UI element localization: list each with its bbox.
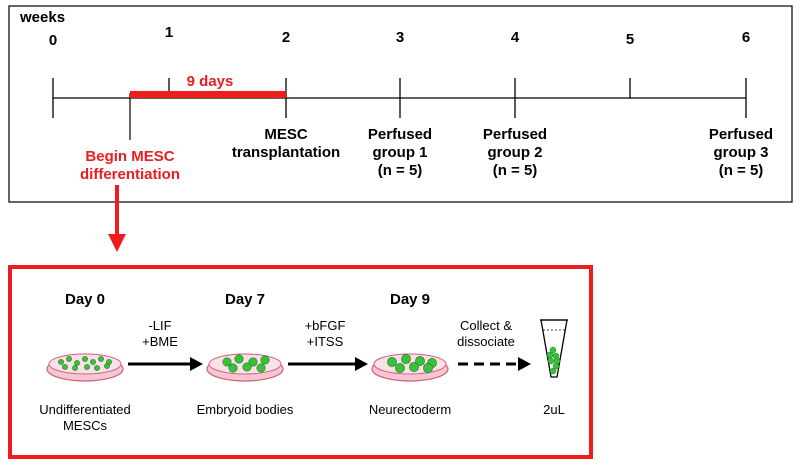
day-0-label: Day 0 [64, 291, 106, 308]
cell-cluster [387, 357, 397, 367]
step-line: +bFGF [304, 318, 346, 333]
cell-cluster [409, 362, 419, 372]
event-line: group 1 [372, 144, 428, 161]
arrow-2-head [355, 357, 368, 371]
nine-day-span-bar [130, 91, 286, 98]
event-line: Perfused [482, 126, 548, 143]
step-1-label: -LIF +BME [130, 318, 190, 350]
day-7-label: Day 7 [224, 291, 266, 308]
week-6-label: 6 [741, 29, 751, 46]
step-2-label: +bFGF +ITSS [295, 318, 355, 350]
dish-day-0-icon [46, 353, 124, 382]
cell-cluster [222, 357, 232, 367]
event-line: group 3 [713, 144, 769, 161]
week-5-label: 5 [625, 31, 635, 48]
cell-cluster [549, 367, 557, 375]
event-line: (n = 5) [718, 162, 764, 179]
cell-cluster [90, 359, 96, 365]
event-perfused-group-3: Perfused group 3 (n = 5) [686, 126, 796, 180]
cell-cluster [256, 363, 266, 373]
cell-cluster [549, 346, 557, 354]
event-line: Perfused [367, 126, 433, 143]
timeline-frame [8, 5, 793, 203]
week-1-label: 1 [164, 24, 174, 41]
cell-cluster [553, 357, 561, 365]
event-line: (n = 5) [492, 162, 538, 179]
cell-cluster [234, 354, 244, 364]
week-3-label: 3 [395, 29, 405, 46]
dish-day-9-icon [371, 353, 449, 382]
cell-cluster [415, 356, 425, 366]
weeks-axis-label: weeks [20, 9, 66, 26]
cell-cluster [74, 360, 80, 366]
cell-cluster [546, 351, 554, 359]
cell-cluster [547, 357, 555, 365]
cell-cluster [94, 365, 100, 371]
cell-cluster [72, 365, 78, 371]
step-line: dissociate [457, 334, 515, 349]
day-9-label: Day 9 [389, 291, 431, 308]
cell-cluster [84, 364, 90, 370]
cell-cluster [248, 357, 258, 367]
cell-cluster [423, 363, 433, 373]
event-line: transplantation [231, 144, 341, 161]
nine-day-span-label: 9 days [186, 73, 234, 90]
week-2-label: 2 [281, 29, 291, 46]
stage-line: MESCs [62, 418, 108, 433]
event-line: group 2 [487, 144, 543, 161]
event-line: (n = 5) [377, 162, 423, 179]
event-perfused-group-1: Perfused group 1 (n = 5) [345, 126, 455, 180]
cell-cluster [82, 356, 88, 362]
event-begin-differentiation: Begin MESC differentiation [50, 148, 210, 184]
cell-cluster [104, 363, 110, 369]
stage-line: Undifferentiated [39, 402, 131, 417]
event-line: differentiation [80, 166, 180, 183]
stage-embryoid-label: Embryoid bodies [196, 402, 294, 417]
event-line: Perfused [708, 126, 774, 143]
cell-cluster [395, 363, 405, 373]
week-0-label: 0 [48, 32, 58, 49]
step-3-label: Collect & dissociate [446, 318, 526, 350]
event-perfused-group-2: Perfused group 2 (n = 5) [460, 126, 570, 180]
stage-undifferentiated-label: Undifferentiated MESCs [30, 402, 140, 434]
stage-neurectoderm-label: Neurectoderm [368, 402, 452, 417]
dish-day-7-icon [206, 353, 284, 382]
cell-cluster [228, 363, 238, 373]
event-line: MESC [264, 126, 308, 143]
event-transplantation: MESC transplantation [226, 126, 346, 162]
event-line: Begin MESC [85, 148, 175, 165]
step-line: Collect & [459, 318, 513, 333]
cell-cluster [401, 354, 411, 364]
tube-icon [540, 319, 568, 378]
arrow-1-head [190, 357, 203, 371]
cell-cluster [242, 362, 252, 372]
step-line: +BME [142, 334, 178, 349]
cell-cluster [98, 356, 104, 362]
cell-cluster [66, 356, 72, 362]
step-line: -LIF [148, 318, 172, 333]
cell-cluster [58, 359, 64, 365]
protocol-frame [8, 265, 593, 459]
step-line: +ITSS [306, 334, 344, 349]
arrow-3-head [518, 357, 531, 371]
cell-cluster [260, 355, 270, 365]
stage-volume-label: 2uL [543, 402, 565, 417]
down-arrow-head [108, 234, 126, 252]
cell-cluster [62, 364, 68, 370]
week-4-label: 4 [510, 29, 520, 46]
